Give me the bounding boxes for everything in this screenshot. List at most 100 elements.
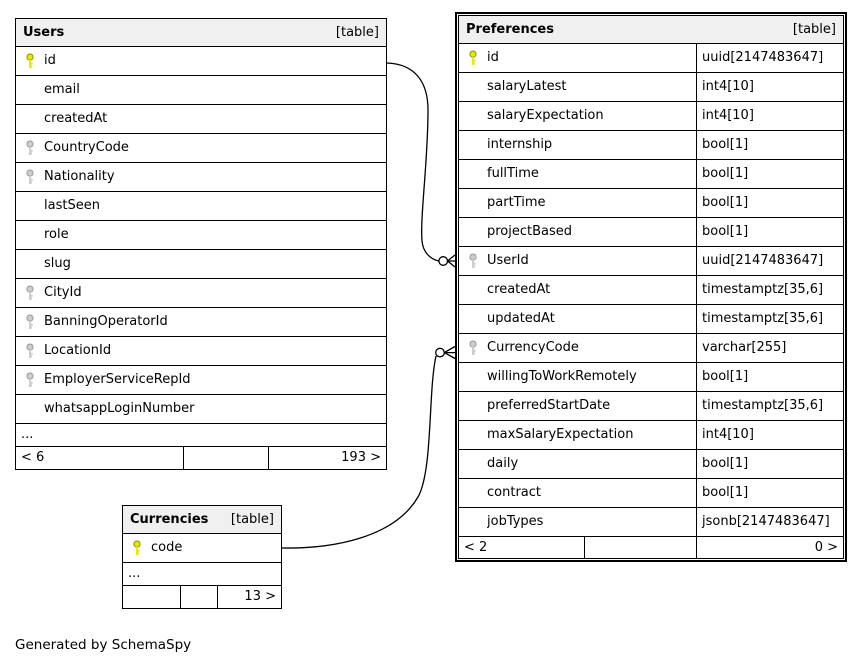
column-row: createdAt timestamptz[35,6] (459, 275, 843, 305)
key-icon-spacer (459, 450, 487, 478)
column-row: willingToWorkRemotely bool[1] (459, 362, 843, 392)
key-icon-spacer (459, 218, 487, 246)
column-row: updatedAt timestamptz[35,6] (459, 304, 843, 334)
column-type: varchar[255] (696, 333, 843, 362)
table-title: Users (23, 24, 65, 40)
table-title: Preferences (466, 21, 554, 37)
table-header[interactable]: Users [table] (16, 19, 386, 47)
column-row: role (16, 220, 386, 250)
foreign-key-icon (16, 134, 44, 162)
table-header[interactable]: Currencies [table] (123, 506, 281, 534)
key-icon-spacer (459, 189, 487, 217)
table-tag: [table] (335, 24, 379, 40)
table-header[interactable]: Preferences [table] (459, 16, 843, 44)
column-row: slug (16, 249, 386, 279)
column-name: partTime (487, 195, 546, 210)
column-name: jobTypes (487, 514, 544, 529)
column-type: bool[1] (696, 188, 843, 217)
table-tag: [table] (230, 511, 274, 527)
column-name: whatsappLoginNumber (44, 401, 195, 416)
footer-right-count: 193 > (268, 447, 386, 469)
column-row: email (16, 75, 386, 105)
ellipsis-row: ... (16, 423, 386, 447)
column-type: timestamptz[35,6] (696, 275, 843, 304)
footer-left-count: < 2 (464, 539, 488, 555)
primary-key-icon (123, 534, 151, 562)
key-icon-spacer (16, 76, 44, 104)
column-type: bool[1] (696, 362, 843, 391)
key-icon-spacer (16, 250, 44, 278)
column-row: lastSeen (16, 191, 386, 221)
column-name: willingToWorkRemotely (487, 369, 637, 384)
column-row: whatsappLoginNumber (16, 394, 386, 424)
column-name: role (44, 227, 69, 242)
column-row: code (123, 533, 281, 563)
column-row: CityId (16, 278, 386, 308)
column-name: createdAt (487, 282, 551, 297)
footer-right-count: 0 > (696, 536, 843, 558)
key-icon-spacer (459, 363, 487, 391)
table-title: Currencies (130, 511, 209, 527)
column-type: uuid[2147483647] (696, 43, 843, 72)
key-icon-spacer (16, 105, 44, 133)
column-name: email (44, 82, 80, 97)
column-name: preferredStartDate (487, 398, 611, 413)
column-row: maxSalaryExpectation int4[10] (459, 420, 843, 450)
column-name: updatedAt (487, 311, 555, 326)
key-icon-spacer (459, 73, 487, 101)
footer-left-count: < 6 (21, 450, 45, 466)
column-name: Nationality (44, 169, 115, 184)
footer-middle-cell (584, 536, 696, 558)
relationship-users-preferences (386, 62, 456, 268)
cardinality-circle (435, 347, 445, 358)
column-name: maxSalaryExpectation (487, 427, 634, 442)
key-icon-spacer (459, 479, 487, 507)
column-row: partTime bool[1] (459, 188, 843, 218)
key-icon-spacer (459, 102, 487, 130)
key-icon-spacer (459, 305, 487, 333)
column-name: createdAt (44, 111, 108, 126)
foreign-key-icon (16, 163, 44, 191)
column-name: UserId (487, 253, 529, 268)
column-type: int4[10] (696, 420, 843, 449)
column-name: id (44, 53, 56, 68)
column-type: timestamptz[35,6] (696, 304, 843, 333)
column-row: BanningOperatorId (16, 307, 386, 337)
foreign-key-icon (459, 334, 487, 362)
column-name: CurrencyCode (487, 340, 579, 355)
crow-foot-connector (443, 345, 456, 360)
foreign-key-icon (16, 337, 44, 365)
column-row: Nationality (16, 162, 386, 192)
key-icon-spacer (16, 395, 44, 423)
key-icon-spacer (459, 131, 487, 159)
column-type: bool[1] (696, 130, 843, 159)
column-name: CountryCode (44, 140, 129, 155)
column-name: salaryLatest (487, 79, 567, 94)
column-name: daily (487, 456, 519, 471)
column-name: CityId (44, 285, 82, 300)
table-tag: [table] (792, 21, 836, 37)
key-icon-spacer (16, 221, 44, 249)
column-type: int4[10] (696, 101, 843, 130)
foreign-key-icon (16, 279, 44, 307)
column-name: contract (487, 485, 541, 500)
currencies-table[interactable]: Currencies [table] code ... 13 > (122, 505, 282, 609)
column-row: preferredStartDate timestamptz[35,6] (459, 391, 843, 421)
foreign-key-icon (16, 366, 44, 394)
column-name: fullTime (487, 166, 539, 181)
table-footer: < 6 193 > (16, 447, 386, 469)
column-type: jsonb[2147483647] (696, 507, 843, 536)
foreign-key-icon (459, 247, 487, 275)
key-icon-spacer (459, 276, 487, 304)
column-row: CountryCode (16, 133, 386, 163)
column-type: timestamptz[35,6] (696, 391, 843, 420)
